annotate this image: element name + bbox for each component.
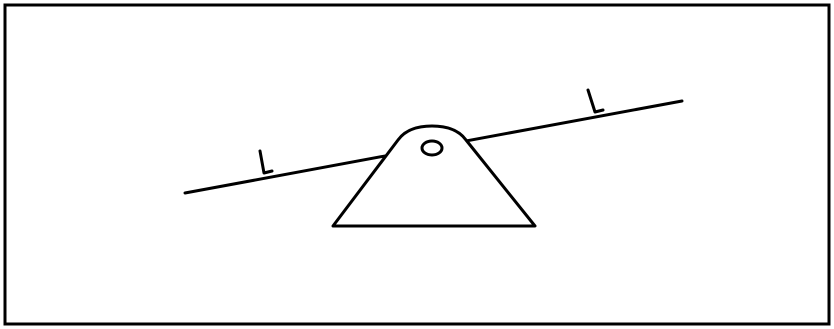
- diagram-frame: [0, 0, 834, 329]
- seesaw-diagram: [0, 0, 834, 329]
